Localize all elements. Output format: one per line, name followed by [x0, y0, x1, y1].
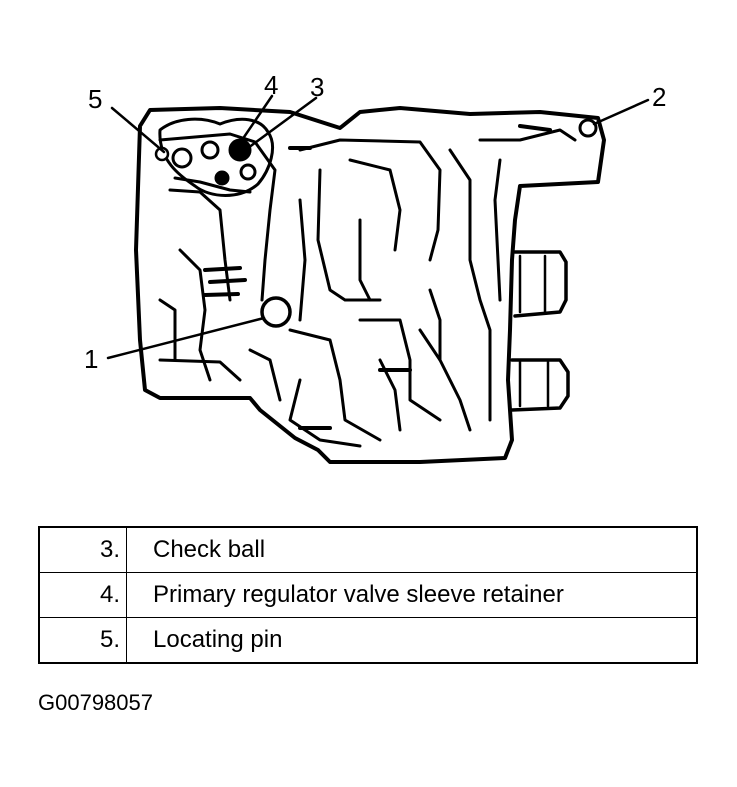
part-2-fitting: [578, 118, 598, 138]
legend-description: Locating pin: [126, 617, 698, 664]
valve-body-diagram: 1 2 3 4 5: [84, 70, 666, 464]
legend-number: 3.: [38, 526, 127, 573]
legend-number: 5.: [38, 617, 127, 664]
passage-slots: [203, 124, 552, 430]
leader-4: [240, 94, 274, 142]
lower-lug-inner: [518, 360, 550, 408]
check-ball-1: [260, 296, 292, 328]
leader-lines: [106, 94, 650, 360]
lower-lug: [510, 358, 570, 412]
legend-description: Primary regulator valve sleeve retainer: [126, 572, 698, 618]
callout-4: 4: [264, 70, 278, 100]
legend-number: 4.: [38, 572, 127, 618]
callout-3: 3: [310, 72, 324, 102]
legend-row: 5. Locating pin: [38, 617, 698, 664]
upper-lug: [513, 250, 568, 318]
callout-2: 2: [652, 82, 666, 112]
leader-3: [246, 96, 318, 150]
leader-2: [592, 98, 650, 126]
figure-id: G00798057: [38, 690, 153, 715]
upper-lug-inner: [518, 254, 547, 314]
legend-row: 3. Check ball: [38, 526, 698, 573]
callout-5: 5: [88, 84, 102, 114]
regulator-cluster: [158, 117, 274, 197]
locating-pin: [154, 146, 170, 162]
valve-body-outline: [134, 106, 606, 464]
leader-5: [110, 106, 166, 154]
legend-description: Check ball: [126, 526, 698, 573]
legend-row: 4. Primary regulator valve sleeve retain…: [38, 572, 698, 618]
legend-table: 3. Check ball 4. Primary regulator valve…: [38, 526, 698, 664]
leader-1: [106, 316, 266, 360]
callout-1: 1: [84, 344, 98, 374]
